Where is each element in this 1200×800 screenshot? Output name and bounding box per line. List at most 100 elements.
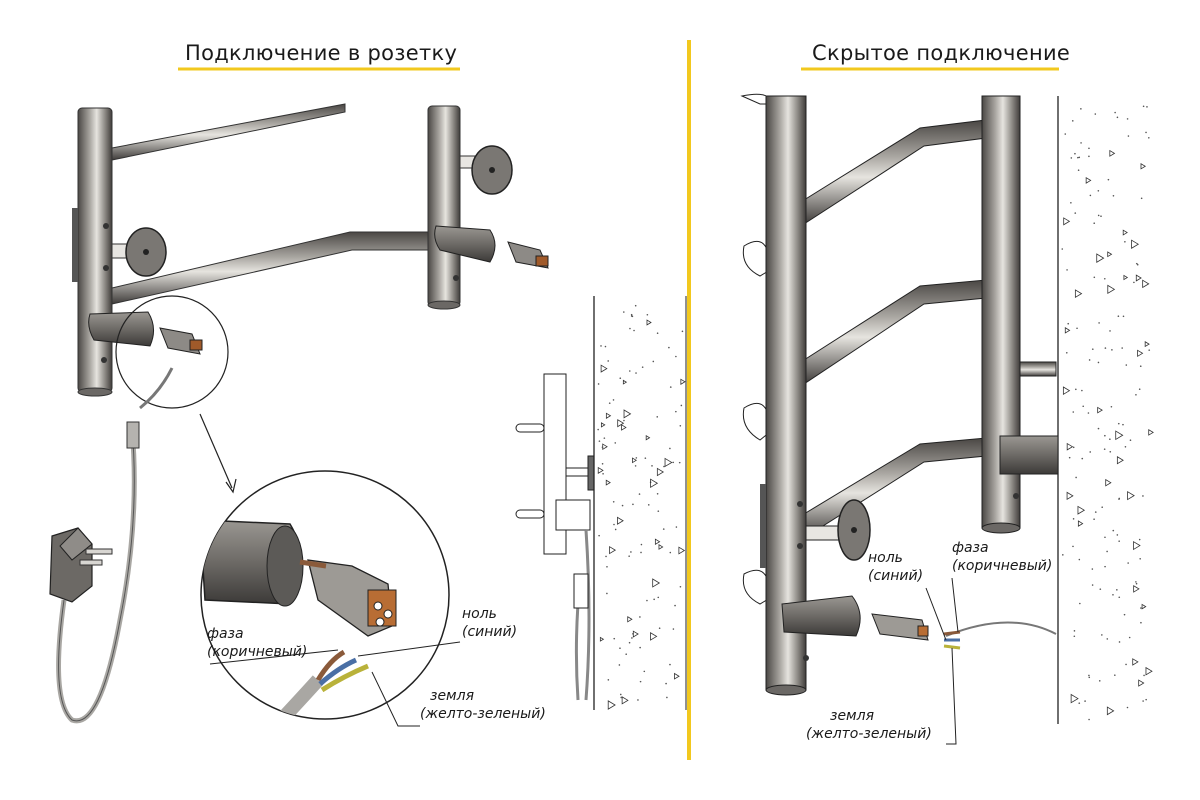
speckle-mark [675,410,677,413]
speckle-mark [1126,706,1129,709]
ground-color-label: (желто-зеленый) [806,726,932,742]
speckle-mark [623,419,625,422]
speckle-mark [1125,663,1127,666]
speckle-mark [1066,442,1074,451]
speckle-mark [1077,520,1084,527]
speckle-mark [1133,585,1140,593]
speckle-mark [1100,215,1102,217]
phase-label: фаза [952,540,989,556]
speckle-mark [629,327,631,330]
speckle-mark [630,313,633,316]
speckle-mark [1116,456,1124,465]
speckle-mark [621,424,627,431]
speckle-mark [598,534,600,537]
speckle-mark [600,422,606,428]
speckle-mark [1117,422,1120,425]
speckle-mark [1127,490,1135,501]
speckle-mark [635,372,637,374]
speckle-mark [1097,406,1103,414]
speckle-mark [675,526,678,528]
zoom-label-ground: земля (желто-зеленый) [371,671,546,727]
speckle-mark [1079,602,1081,605]
speckle-mark [639,616,641,618]
speckle-mark [1062,386,1071,396]
speckle-mark [635,457,638,459]
speckle-mark [1096,253,1105,263]
speckle-mark [1116,534,1119,536]
right-towel-rail [740,93,1059,696]
magnifier-circle-icon [115,295,229,409]
speckle-mark [1089,451,1092,453]
speckle-mark [600,364,608,373]
speckle-mark [680,404,683,407]
mount-disc-icon [111,227,167,277]
speckle-mark [1088,359,1091,361]
speckle-mark [1097,214,1100,217]
speckle-mark [618,664,621,666]
speckle-mark [675,355,677,358]
speckle-mark [1133,540,1141,551]
speckle-mark [617,419,625,428]
speckle-mark [652,360,655,363]
speckle-mark [620,696,623,699]
mount-disc-icon [459,145,513,195]
speckle-mark [1101,634,1103,636]
speckle-mark [1109,149,1116,157]
connector-icon [781,595,929,641]
speckle-mark [643,670,646,673]
wall-icon [593,296,687,710]
speckle-mark [1097,361,1100,364]
speckle-mark [1104,347,1107,349]
speckle-mark [619,693,622,696]
speckle-mark [602,472,604,475]
speckle-mark [669,551,672,554]
speckle-mark [1116,116,1119,119]
speckle-mark [650,478,659,489]
neutral-label: ноль [462,606,497,622]
speckle-mark [1071,120,1074,122]
wall-texture [597,304,686,710]
speckle-mark [668,346,670,349]
speckle-mark [1142,279,1150,289]
speckle-mark [619,647,621,650]
speckle-mark [599,636,605,642]
speckle-mark [640,543,643,546]
speckle-mark [1146,106,1148,108]
speckle-mark [1118,641,1121,643]
speckle-mark [1062,554,1064,556]
speckle-mark [657,510,660,512]
speckle-mark [652,578,661,588]
speckle-mark [672,461,675,464]
speckle-mark [1141,603,1147,610]
speckle-mark [623,311,625,313]
speckle-mark [1123,613,1126,616]
speckle-mark [631,637,633,639]
speckle-mark [1136,263,1139,266]
speckle-mark [632,457,637,464]
right-label-ground: земля (желто-зеленый) [806,647,957,745]
right-title-text: Скрытое подключение [812,41,1070,65]
side-view [515,373,595,701]
speckle-mark [617,516,624,525]
speckle-mark [1074,212,1077,214]
speckle-mark [653,598,655,601]
speckle-mark [678,546,686,555]
speckle-mark [650,632,658,641]
speckle-mark [1109,438,1111,440]
speckle-mark [1112,195,1115,197]
right-label-neutral: ноль (синий) [868,550,947,641]
speckle-mark [598,440,601,442]
speckle-mark [672,628,675,630]
speckle-mark [1103,448,1106,450]
speckle-mark [1094,113,1097,115]
speckle-mark [1121,347,1123,349]
speckle-mark [613,523,615,526]
phase-color-label: (коричневый) [207,644,307,660]
speckle-mark [1131,239,1140,249]
speckle-mark [1117,315,1120,318]
speckle-mark [1138,679,1145,687]
speckle-mark [1140,163,1147,170]
speckle-mark [1073,635,1076,638]
speckle-mark [665,682,667,685]
